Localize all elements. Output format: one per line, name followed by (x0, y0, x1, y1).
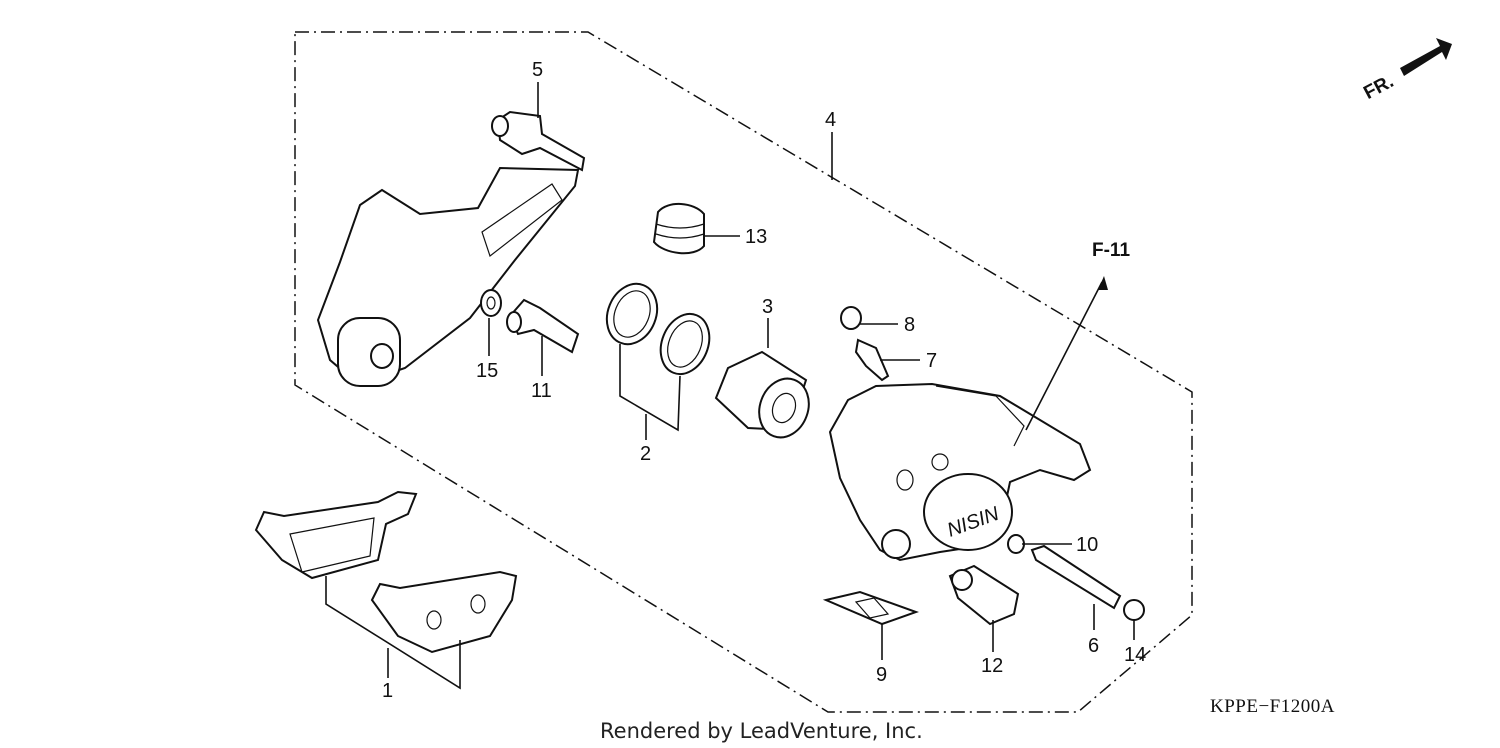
part-washer-10[interactable] (1007, 534, 1025, 554)
part-caliper-body[interactable]: NISIN (828, 382, 1092, 562)
callout-14: 14 (1124, 644, 1146, 666)
callout-4: 4 (825, 109, 836, 131)
callout-8: 8 (904, 314, 915, 336)
part-brake-pads-1[interactable] (254, 490, 518, 654)
callout-5: 5 (532, 59, 543, 81)
credit-text: Rendered by LeadVenture, Inc. (600, 719, 923, 743)
callout-10: 10 (1076, 534, 1098, 556)
callout-6: 6 (1088, 635, 1099, 657)
part-pad-spring-9[interactable] (822, 590, 919, 626)
callout-3: 3 (762, 296, 773, 318)
part-bleeder-valve-7[interactable] (854, 338, 890, 382)
callout-2: 2 (640, 443, 651, 465)
callout-11: 11 (531, 380, 552, 402)
front-direction-marker: FR. (1360, 38, 1452, 104)
diagram-code: KPPE−F1200A (1210, 696, 1335, 717)
part-pin-bolt-6[interactable] (1030, 544, 1122, 610)
leader-lines (325, 82, 1135, 690)
callout-12: 12 (981, 655, 1003, 677)
part-washer-15[interactable] (480, 289, 502, 317)
part-piston-seals-2[interactable] (598, 276, 718, 381)
callout-13: 13 (745, 226, 767, 248)
part-pin-bolt-5[interactable] (491, 110, 586, 172)
front-marker-label: FR. (1360, 71, 1397, 104)
part-bolt-12[interactable] (948, 564, 1020, 626)
part-pin-bolt-11[interactable] (506, 298, 580, 354)
part-cap-14[interactable] (1123, 599, 1145, 621)
part-boot-13[interactable] (652, 203, 705, 255)
part-piston-3[interactable] (714, 350, 817, 444)
callout-7: 7 (926, 350, 937, 372)
part-bleeder-cap-8[interactable] (840, 306, 862, 330)
caliper-assembly-boundary (294, 31, 1193, 713)
part-caliper-bracket[interactable] (316, 166, 580, 387)
reference-label: F-11 (1092, 240, 1130, 261)
reference-arrow-icon (1098, 276, 1108, 290)
callout-9: 9 (876, 664, 887, 686)
front-arrow-icon (1400, 38, 1452, 76)
callout-1: 1 (382, 680, 393, 702)
callout-labels: 5 4 13 3 8 7 15 11 2 10 6 14 12 9 1 F-11 (382, 59, 1146, 702)
callout-15: 15 (476, 360, 498, 382)
